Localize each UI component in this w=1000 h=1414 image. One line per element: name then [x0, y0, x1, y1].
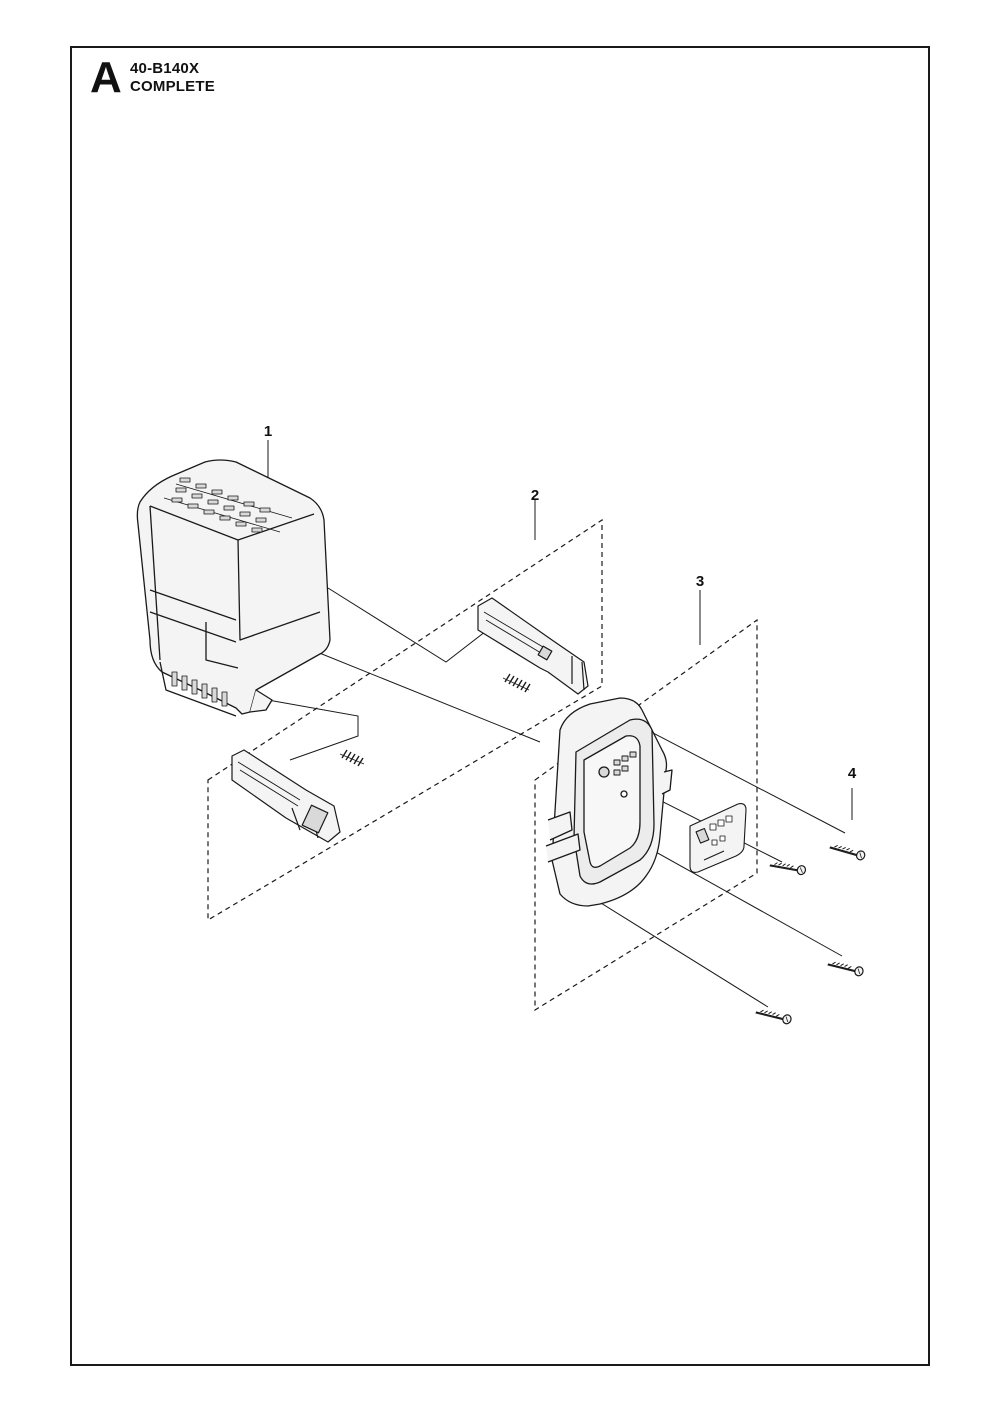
callout-part-3: 3	[696, 573, 704, 590]
section-letter: A	[90, 53, 122, 102]
part-2-latch-upper	[477, 597, 589, 695]
model-number: 40-B140X	[130, 60, 200, 77]
page-frame	[70, 46, 930, 1366]
part-2-latch-lower	[231, 749, 341, 843]
group-3-boundary	[534, 618, 758, 1012]
part-1-cover-housing	[136, 459, 331, 717]
part-3-control-panel	[545, 697, 673, 907]
part-2-spring-upper	[502, 673, 531, 693]
callout-part-4: 4	[848, 765, 857, 782]
part-2-spring-lower	[339, 749, 365, 767]
part-3-label-plate	[689, 803, 747, 873]
callout-part-2: 2	[531, 487, 539, 504]
callout-part-1: 1	[264, 423, 272, 440]
assembly-lines	[267, 440, 853, 1008]
part-4-screws	[754, 836, 867, 1029]
assembly-title: COMPLETE	[130, 78, 215, 95]
